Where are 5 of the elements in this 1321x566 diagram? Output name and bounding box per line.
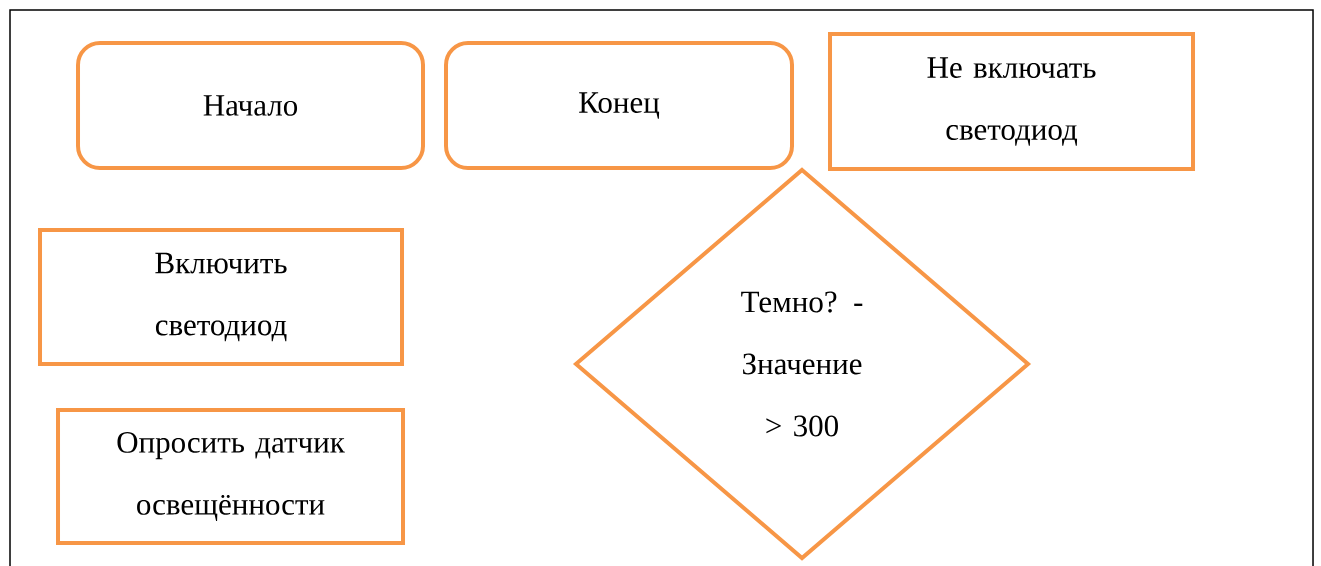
process-box: Включить светодиод (38, 228, 404, 366)
terminal-box: Конец (444, 41, 794, 170)
process-box: Опросить датчик освещённости (56, 408, 405, 545)
process-box: Не включать светодиод (828, 32, 1195, 171)
terminal-box: Начало (76, 41, 425, 170)
